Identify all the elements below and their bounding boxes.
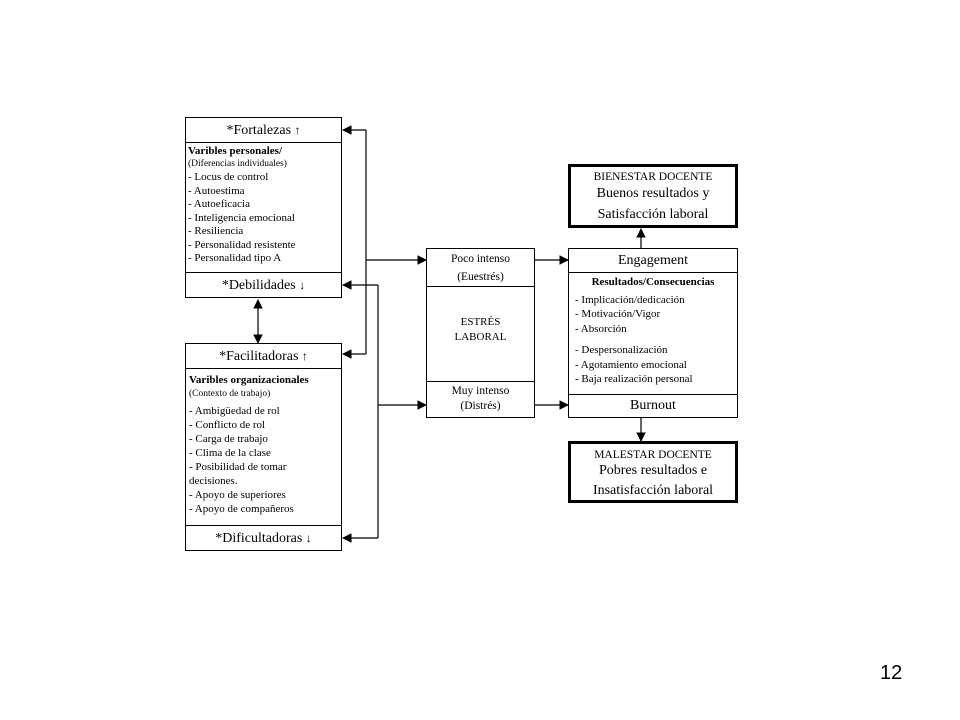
dificultadoras-footer: *Dificultadoras bbox=[215, 531, 303, 546]
list-item: - Baja realización personal bbox=[575, 373, 693, 385]
organizational-variables-subtitle: Varibles organizacionales bbox=[189, 374, 309, 386]
divider bbox=[186, 272, 341, 273]
list-item: - Despersonalización bbox=[575, 344, 668, 356]
list-item: - Autoeficacia bbox=[188, 198, 250, 210]
divider bbox=[569, 394, 737, 395]
personal-variables-subtitle: Varibles personales/ bbox=[188, 145, 283, 157]
list-item: - Posibilidad de tomar bbox=[189, 461, 287, 473]
list-item: - Locus de control bbox=[188, 171, 269, 183]
work-stress-box: Poco intenso (Euestrés) ESTRÉS LABORAL M… bbox=[426, 248, 535, 418]
divider bbox=[569, 272, 737, 273]
stress-label: ESTRÉS bbox=[460, 316, 501, 328]
debilidades-footer: *Debilidades bbox=[221, 278, 296, 293]
wellbeing-box: BIENESTAR DOCENTE Buenos resultados y Sa… bbox=[568, 164, 738, 228]
personal-variables-box: *Fortalezas ↑ Varibles personales/ (Dife… bbox=[185, 117, 342, 298]
high-intensity-label: Muy intenso bbox=[451, 385, 510, 397]
personal-variables-subnote: (Diferencias individuales) bbox=[188, 159, 287, 169]
list-item: - Clima de la clase bbox=[189, 447, 271, 459]
wellbeing-label: BIENESTAR DOCENTE bbox=[593, 171, 713, 183]
malaise-line2: Insatisfacción laboral bbox=[592, 483, 714, 498]
malaise-label: MALESTAR DOCENTE bbox=[594, 449, 712, 461]
divider bbox=[427, 381, 534, 382]
divider bbox=[186, 142, 341, 143]
facilitadoras-header: *Facilitadoras bbox=[219, 349, 299, 364]
list-item: - Resiliencia bbox=[188, 225, 244, 237]
wellbeing-line2: Satisfacción laboral bbox=[597, 207, 709, 222]
down-arrow-icon: ↓ bbox=[299, 278, 306, 292]
divider bbox=[186, 525, 341, 526]
work-label: LABORAL bbox=[454, 331, 507, 343]
malaise-box: MALESTAR DOCENTE Pobres resultados e Ins… bbox=[568, 441, 738, 503]
organizational-variables-box: *Facilitadoras ↑ Varibles organizacional… bbox=[185, 343, 342, 551]
page-number: 12 bbox=[880, 662, 903, 684]
list-item: - Ambigüedad de rol bbox=[189, 405, 280, 417]
wellbeing-line1: Buenos resultados y bbox=[596, 186, 710, 201]
list-item: - Inteligencia emocional bbox=[188, 211, 295, 224]
low-intensity-label: Poco intenso bbox=[450, 253, 511, 265]
list-item: - Personalidad tipo A bbox=[188, 252, 282, 264]
results-box: Engagement Resultados/Consecuencias - Im… bbox=[568, 248, 738, 418]
divider bbox=[427, 286, 534, 287]
engagement-header: Engagement bbox=[618, 253, 688, 268]
burnout-footer: Burnout bbox=[630, 398, 676, 413]
list-item: - Conflicto de rol bbox=[189, 419, 266, 431]
eustress-label: (Euestrés) bbox=[457, 271, 504, 283]
list-item: - Personalidad resistente bbox=[188, 238, 296, 251]
organizational-variables-subnote: (Contexto de trabajo) bbox=[189, 389, 271, 399]
distress-label: (Distrés) bbox=[460, 400, 501, 412]
list-item: - Absorción bbox=[575, 323, 627, 335]
list-item: - Apoyo de compañeros bbox=[189, 503, 294, 515]
down-arrow-icon: ↓ bbox=[305, 531, 312, 545]
list-item: - Autoestima bbox=[188, 184, 245, 197]
malaise-line1: Pobres resultados e bbox=[598, 463, 708, 478]
list-item: - Implicación/dedicación bbox=[575, 294, 685, 306]
up-arrow-icon: ↑ bbox=[294, 123, 301, 137]
list-item: - Carga de trabajo bbox=[189, 433, 268, 445]
results-subtitle: Resultados/Consecuencias bbox=[591, 276, 715, 288]
list-item: - Agotamiento emocional bbox=[575, 359, 687, 371]
list-item: - Apoyo de superiores bbox=[189, 489, 286, 501]
fortalezas-header: *Fortalezas bbox=[226, 123, 292, 138]
list-item: decisiones. bbox=[189, 475, 238, 487]
list-item: - Motivación/Vigor bbox=[575, 308, 661, 320]
divider bbox=[186, 368, 341, 369]
up-arrow-icon: ↑ bbox=[301, 349, 308, 363]
